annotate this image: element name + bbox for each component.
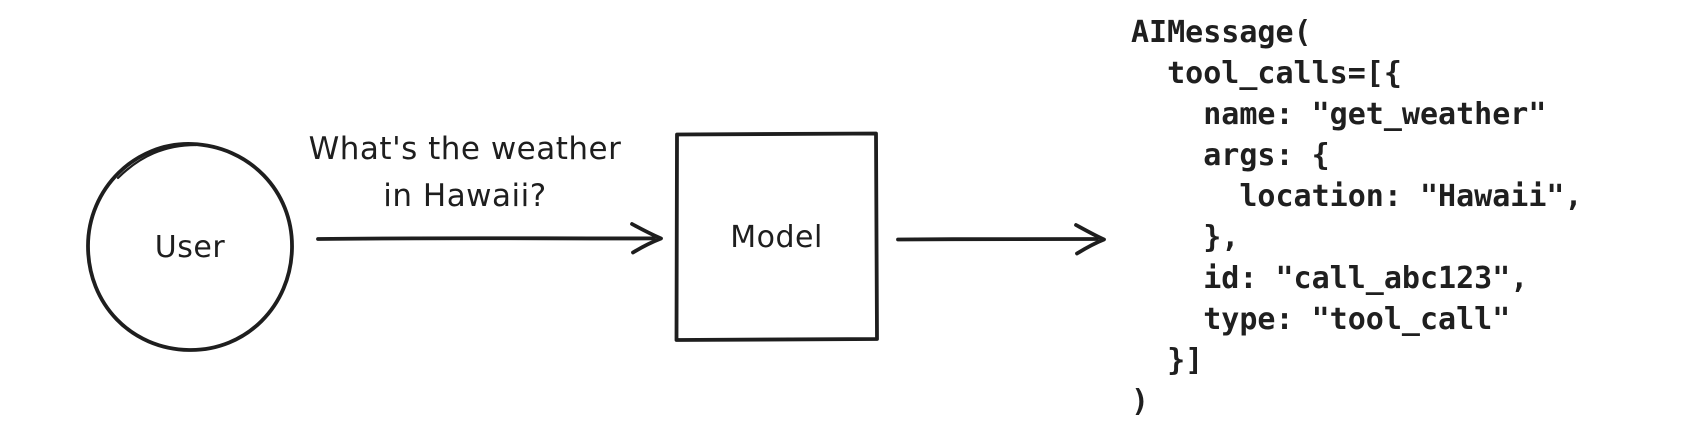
- model-box: [674, 131, 879, 342]
- arrow-label: What's the weather in Hawaii?: [290, 126, 640, 220]
- model-node-label: Model: [730, 220, 823, 255]
- ai-message-code-block: AIMessage( tool_calls=[{ name: "get_weat…: [1131, 15, 1583, 419]
- user-node-label: User: [154, 230, 226, 265]
- user-circle-overstroke: [116, 143, 198, 180]
- arrow-label-line1: What's the weather: [308, 131, 622, 167]
- arrow-user-to-model-head: [630, 222, 663, 255]
- arrow-user-to-model-line: [316, 236, 656, 241]
- arrow-label-line2: in Hawaii?: [383, 178, 547, 214]
- user-circle: [86, 142, 294, 352]
- arrow-model-to-output-line: [896, 237, 1099, 242]
- arrow-model-to-output-head: [1074, 223, 1106, 256]
